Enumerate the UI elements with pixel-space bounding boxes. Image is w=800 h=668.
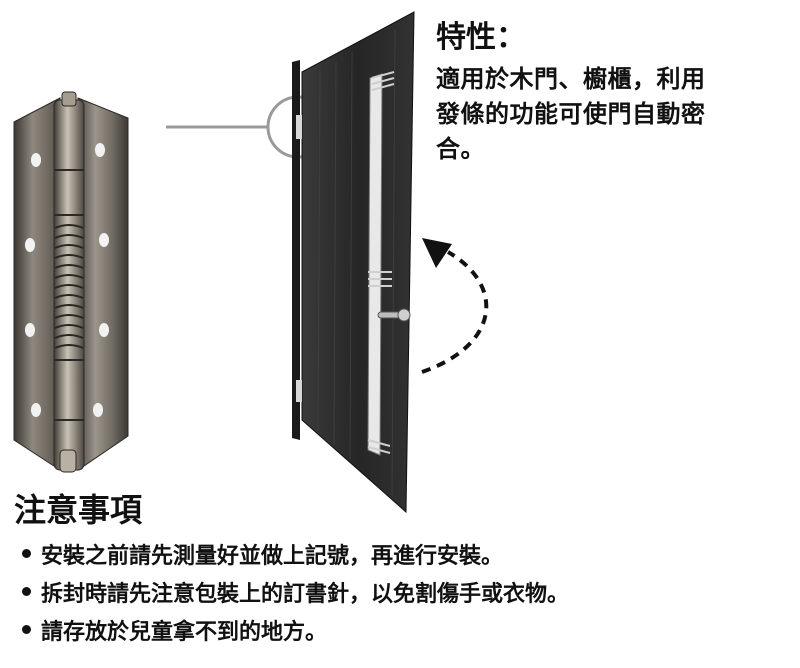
notes-section: 注意事項 安裝之前請先測量好並做上記號，再進行安裝。 拆封時請先注意包裝上的訂書… [14,490,794,652]
features-line: 適用於木門、櫥櫃，利用 [436,65,706,93]
features-line: 發條的功能可使門自動密 [436,100,706,128]
note-item: 請存放於兒童拿不到的地方。 [14,614,794,652]
bullet-icon [22,587,31,596]
product-illustration [13,11,489,514]
spring-hinge-icon [13,91,129,473]
door-icon [292,11,415,514]
features-section: 特性： 適用於木門、櫥櫃，利用 發條的功能可使門自動密 合。 [436,20,788,167]
dashed-curved-arrow-icon [421,238,489,374]
notes-title: 注意事項 [14,491,143,529]
note-item: 安裝之前請先測量好並做上記號，再進行安裝。 [14,538,794,576]
bullet-icon [22,625,31,634]
note-text: 請存放於兒童拿不到的地方。 [41,620,328,645]
features-line: 合。 [436,135,485,163]
note-item: 拆封時請先注意包裝上的訂書針，以免割傷手或衣物。 [14,576,794,614]
bullet-icon [22,549,31,558]
note-text: 安裝之前請先測量好並做上記號，再進行安裝。 [41,544,504,569]
note-text: 拆封時請先注意包裝上的訂書針，以免割傷手或衣物。 [41,582,570,607]
notes-list: 安裝之前請先測量好並做上記號，再進行安裝。 拆封時請先注意包裝上的訂書針，以免割… [14,538,794,652]
features-title: 特性： [436,20,526,55]
